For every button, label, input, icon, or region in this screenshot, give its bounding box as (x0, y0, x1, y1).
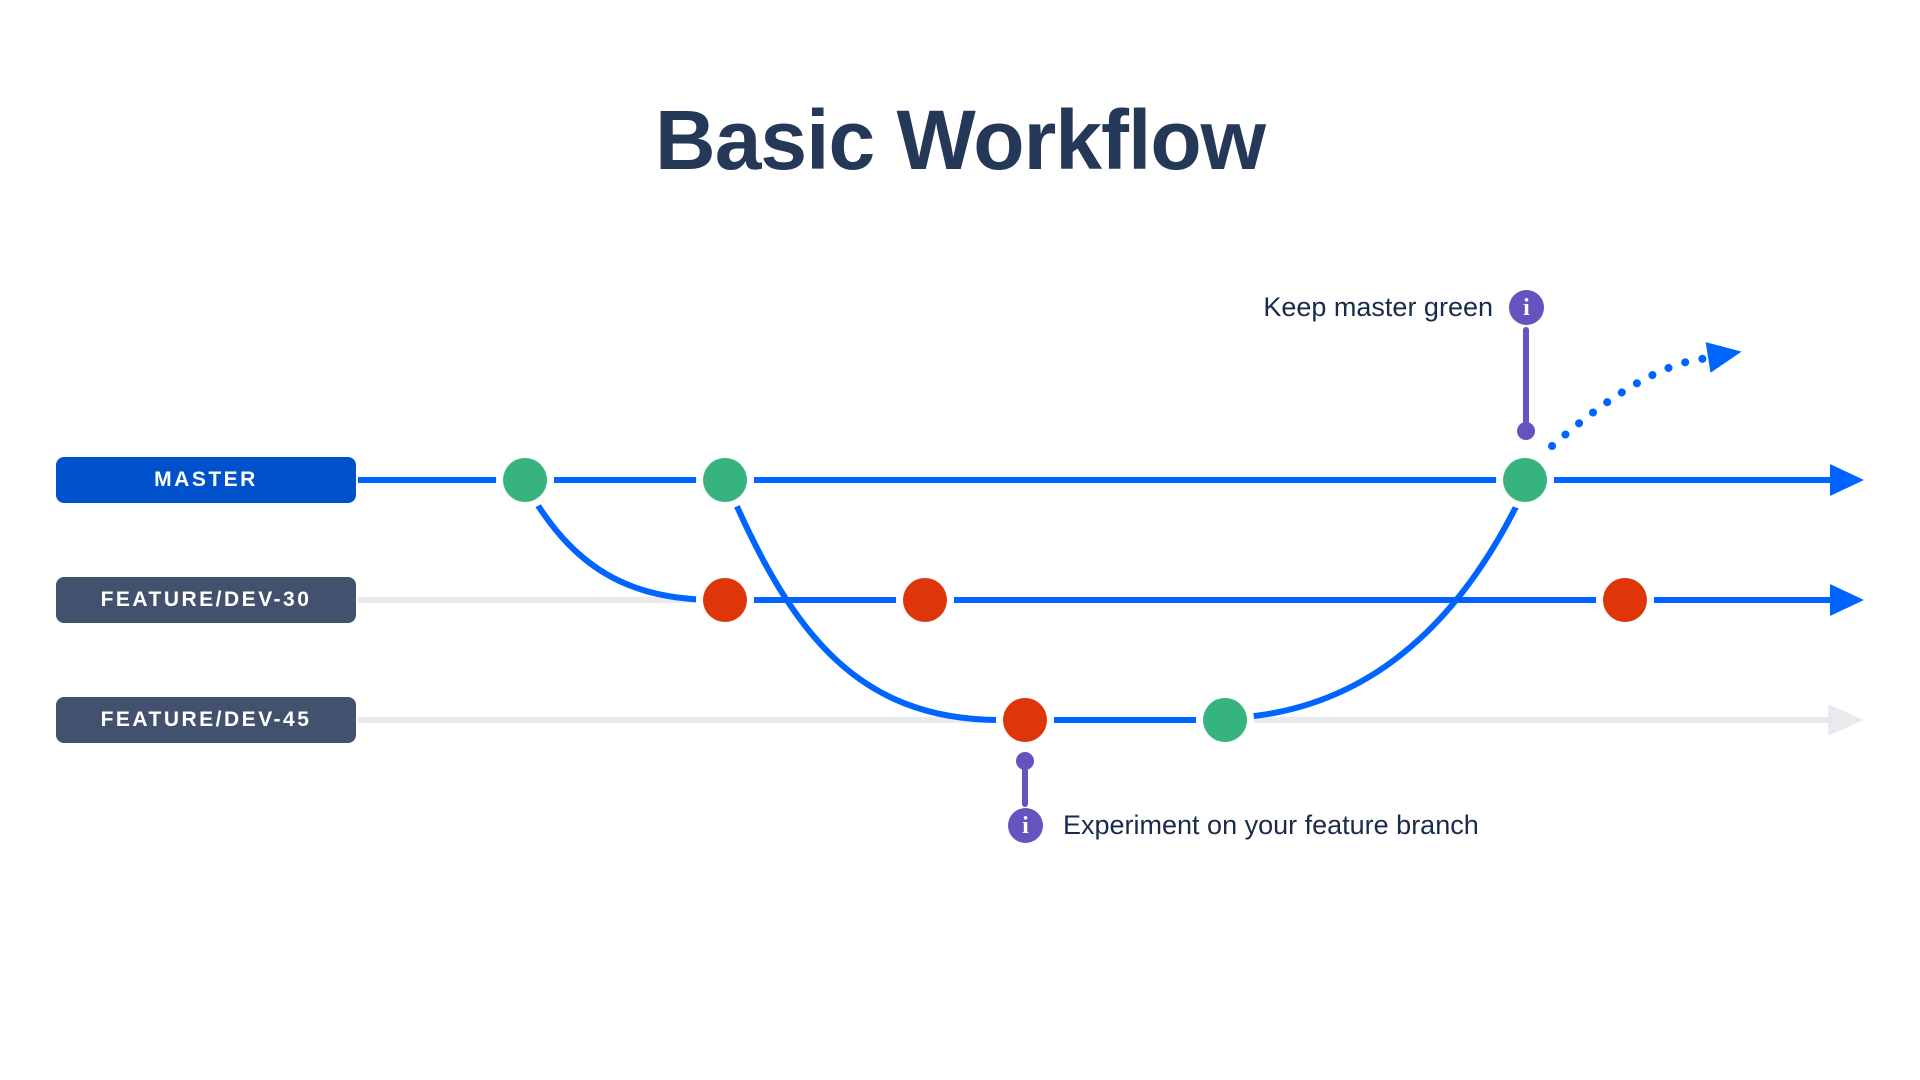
commits-layer (496, 451, 1654, 749)
info-icon: i (1008, 808, 1043, 843)
annotation-keep-master-green: Keep master green i (1263, 290, 1544, 325)
branch-curve-master-to-dev30 (522, 482, 719, 603)
commit-dot-master-passing (503, 458, 547, 502)
annotation-keep-master-green-text: Keep master green (1263, 292, 1493, 322)
merge-curve-dev45-to-master (1231, 482, 1530, 721)
page-title: Basic Workflow (655, 93, 1266, 187)
branch-chip-master: MASTER (56, 457, 356, 503)
arrowhead-master (1830, 464, 1864, 496)
arrowhead-dev45-gray (1828, 704, 1864, 736)
commit-dot-feature-dev-30-failing (903, 578, 947, 622)
commit-dot-feature-dev-45-failing (1003, 698, 1047, 742)
info-icon-glyph: i (1022, 812, 1029, 839)
annotation-experiment-text: Experiment on your feature branch (1063, 810, 1479, 840)
annotation-experiment: i Experiment on your feature branch (1008, 808, 1479, 843)
dotted-future-arrow-curve (1548, 354, 1716, 450)
branch-chip-master-label: MASTER (154, 468, 258, 491)
commit-dot-master-passing (1503, 458, 1547, 502)
info-pin-dot-keep-master-green (1517, 422, 1535, 440)
commit-dot-feature-dev-30-failing (703, 578, 747, 622)
commit-dot-feature-dev-30-failing (1603, 578, 1647, 622)
commit-dot-master-passing (703, 458, 747, 502)
arrowhead-dev30 (1830, 584, 1864, 616)
info-icon: i (1509, 290, 1544, 325)
branch-chip-feature-dev-30: FEATURE/DEV-30 (56, 577, 356, 623)
branch-chip-feature-dev-45: FEATURE/DEV-45 (56, 697, 356, 743)
branch-curve-master-to-dev45 (724, 482, 1001, 723)
info-icon-glyph: i (1523, 294, 1530, 321)
arrowhead-dotted-future (1705, 342, 1742, 373)
commit-dot-feature-dev-45-passing (1203, 698, 1247, 742)
info-pin-dot-experiment (1016, 752, 1034, 770)
branch-chip-feature-dev-30-label: FEATURE/DEV-30 (100, 588, 312, 611)
branch-chip-feature-dev-45-label: FEATURE/DEV-45 (100, 708, 312, 731)
